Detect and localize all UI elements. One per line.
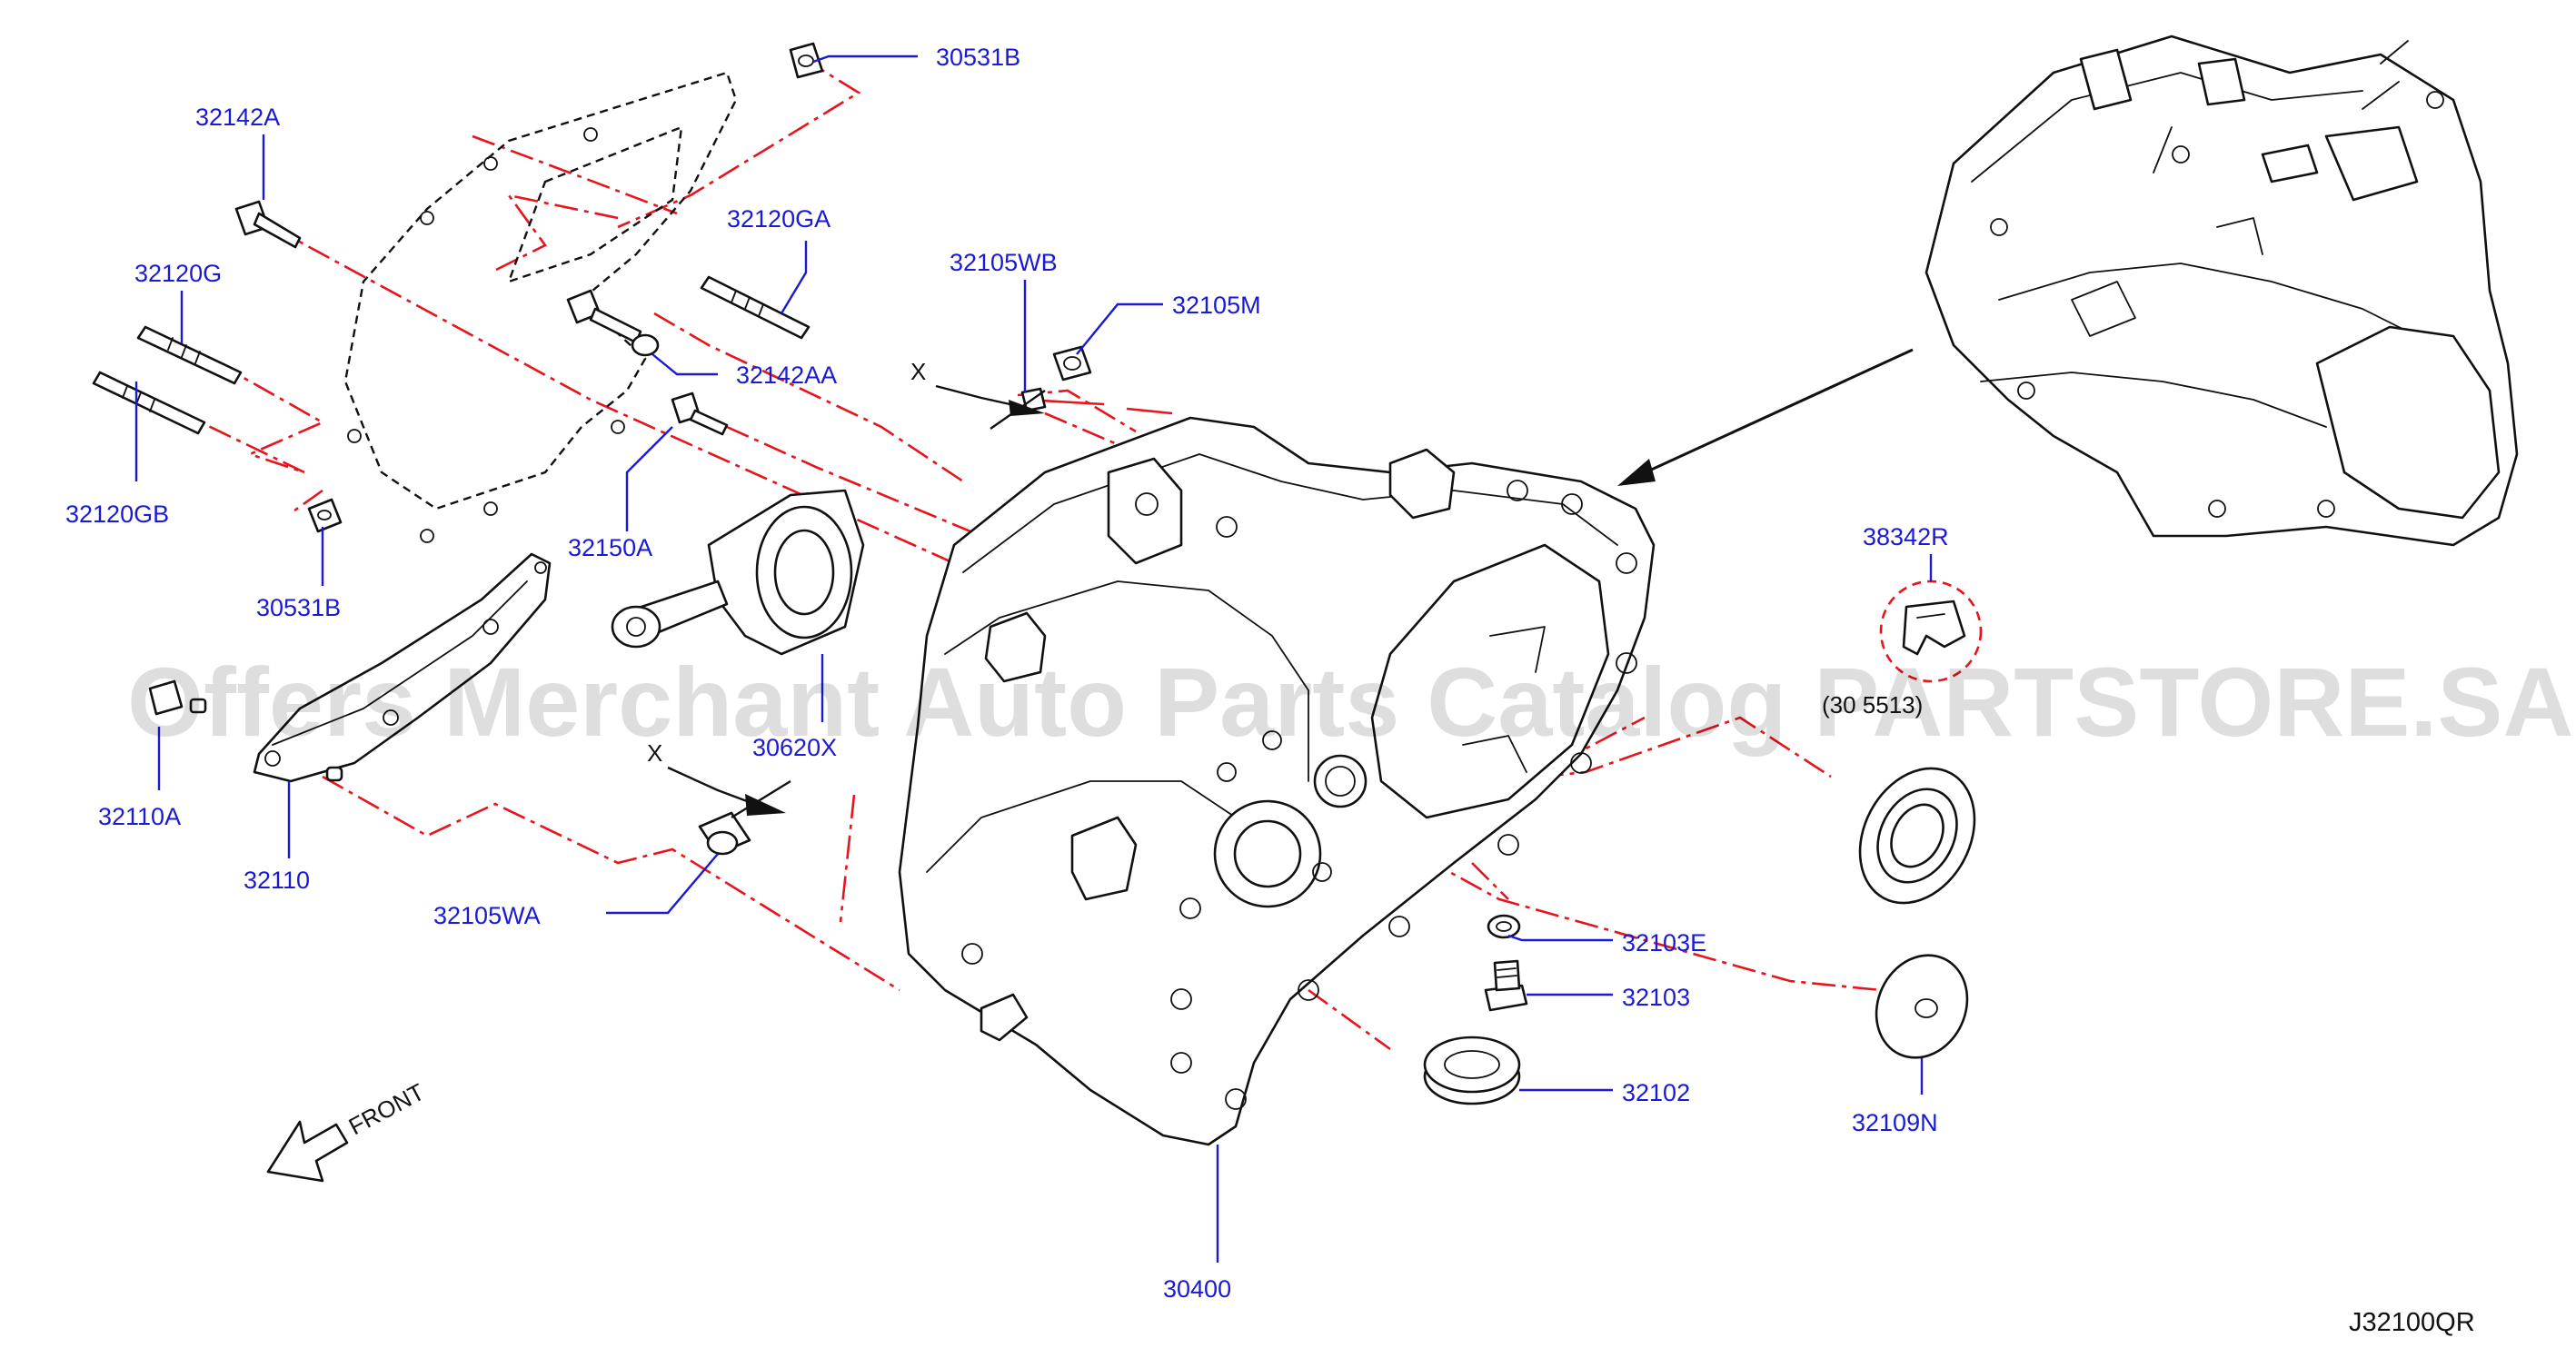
dowel-32105WA — [698, 811, 751, 856]
label-32150A[interactable]: 32150A — [568, 534, 652, 561]
bolt-32142AA — [566, 289, 660, 357]
plug-washer-32103E — [1487, 914, 1521, 939]
seal-32102 — [1423, 1036, 1521, 1105]
detail-mark-upper: X — [910, 358, 1046, 430]
note-38342R: (30 5513) — [1822, 691, 1923, 719]
bolt-32150A — [671, 392, 729, 436]
label-30620X[interactable]: 30620X — [752, 734, 837, 761]
label-32110[interactable]: 32110 — [244, 867, 310, 894]
label-32103[interactable]: 32103 — [1622, 984, 1690, 1011]
label-32109N[interactable]: 32109N — [1852, 1109, 1938, 1136]
label-32120G[interactable]: 32120G — [134, 260, 222, 287]
label-32102[interactable]: 32102 — [1622, 1079, 1690, 1106]
watermark-text: Offers Merchant Auto Parts Catalog PARTS… — [127, 647, 2573, 757]
drain-plug-32103 — [1484, 959, 1528, 1012]
label-30531B-top[interactable]: 30531B — [936, 44, 1020, 71]
cover-plate-outline — [343, 71, 738, 543]
detail-mark-lower: X — [647, 739, 791, 819]
label-32105M[interactable]: 32105M — [1172, 292, 1261, 319]
label-30400[interactable]: 30400 — [1163, 1275, 1231, 1303]
diagram-code: J32100QR — [2349, 1308, 2475, 1337]
bracket-32110 — [253, 552, 552, 783]
detail-mark-upper-label: X — [910, 358, 926, 385]
bolt-32142A — [234, 200, 302, 249]
label-32120GA[interactable]: 32120GA — [727, 205, 830, 233]
label-30531B-bottom[interactable]: 30531B — [256, 594, 341, 621]
assembly-arrow — [1617, 348, 1914, 486]
stud-32120GA — [700, 275, 811, 340]
bearing-seal — [1858, 767, 1976, 905]
cap-32109N — [1875, 954, 1969, 1059]
stud-32120G — [136, 325, 243, 385]
front-label: FRONT — [344, 1078, 429, 1141]
label-32142A[interactable]: 32142A — [195, 104, 280, 131]
label-32105WB[interactable]: 32105WB — [950, 249, 1058, 276]
front-direction-mark: FRONT — [266, 1078, 429, 1183]
nut-30531B-bottom — [307, 498, 343, 533]
stud-32120GB — [92, 371, 206, 435]
clutch-housing-30400 — [898, 416, 1656, 1146]
label-32120GB[interactable]: 32120GB — [65, 501, 169, 528]
label-32110A[interactable]: 32110A — [98, 803, 181, 830]
leader-lines — [134, 55, 1933, 1263]
part-labels: 30531B 32142A 32120GA 32120G 32142AA 321… — [65, 44, 1949, 1303]
label-32105WA[interactable]: 32105WA — [433, 902, 541, 929]
bolt-32110A — [148, 679, 207, 716]
transmission-assembly — [1925, 35, 2519, 547]
nut-30531B-top — [789, 42, 824, 79]
plug-32105M — [1052, 345, 1092, 382]
slave-cylinder-30620X — [611, 489, 865, 656]
detail-mark-lower-label: X — [647, 739, 662, 767]
label-32142AA[interactable]: 32142AA — [736, 362, 837, 389]
label-38342R[interactable]: 38342R — [1863, 523, 1949, 550]
label-32103E[interactable]: 32103E — [1622, 929, 1706, 956]
